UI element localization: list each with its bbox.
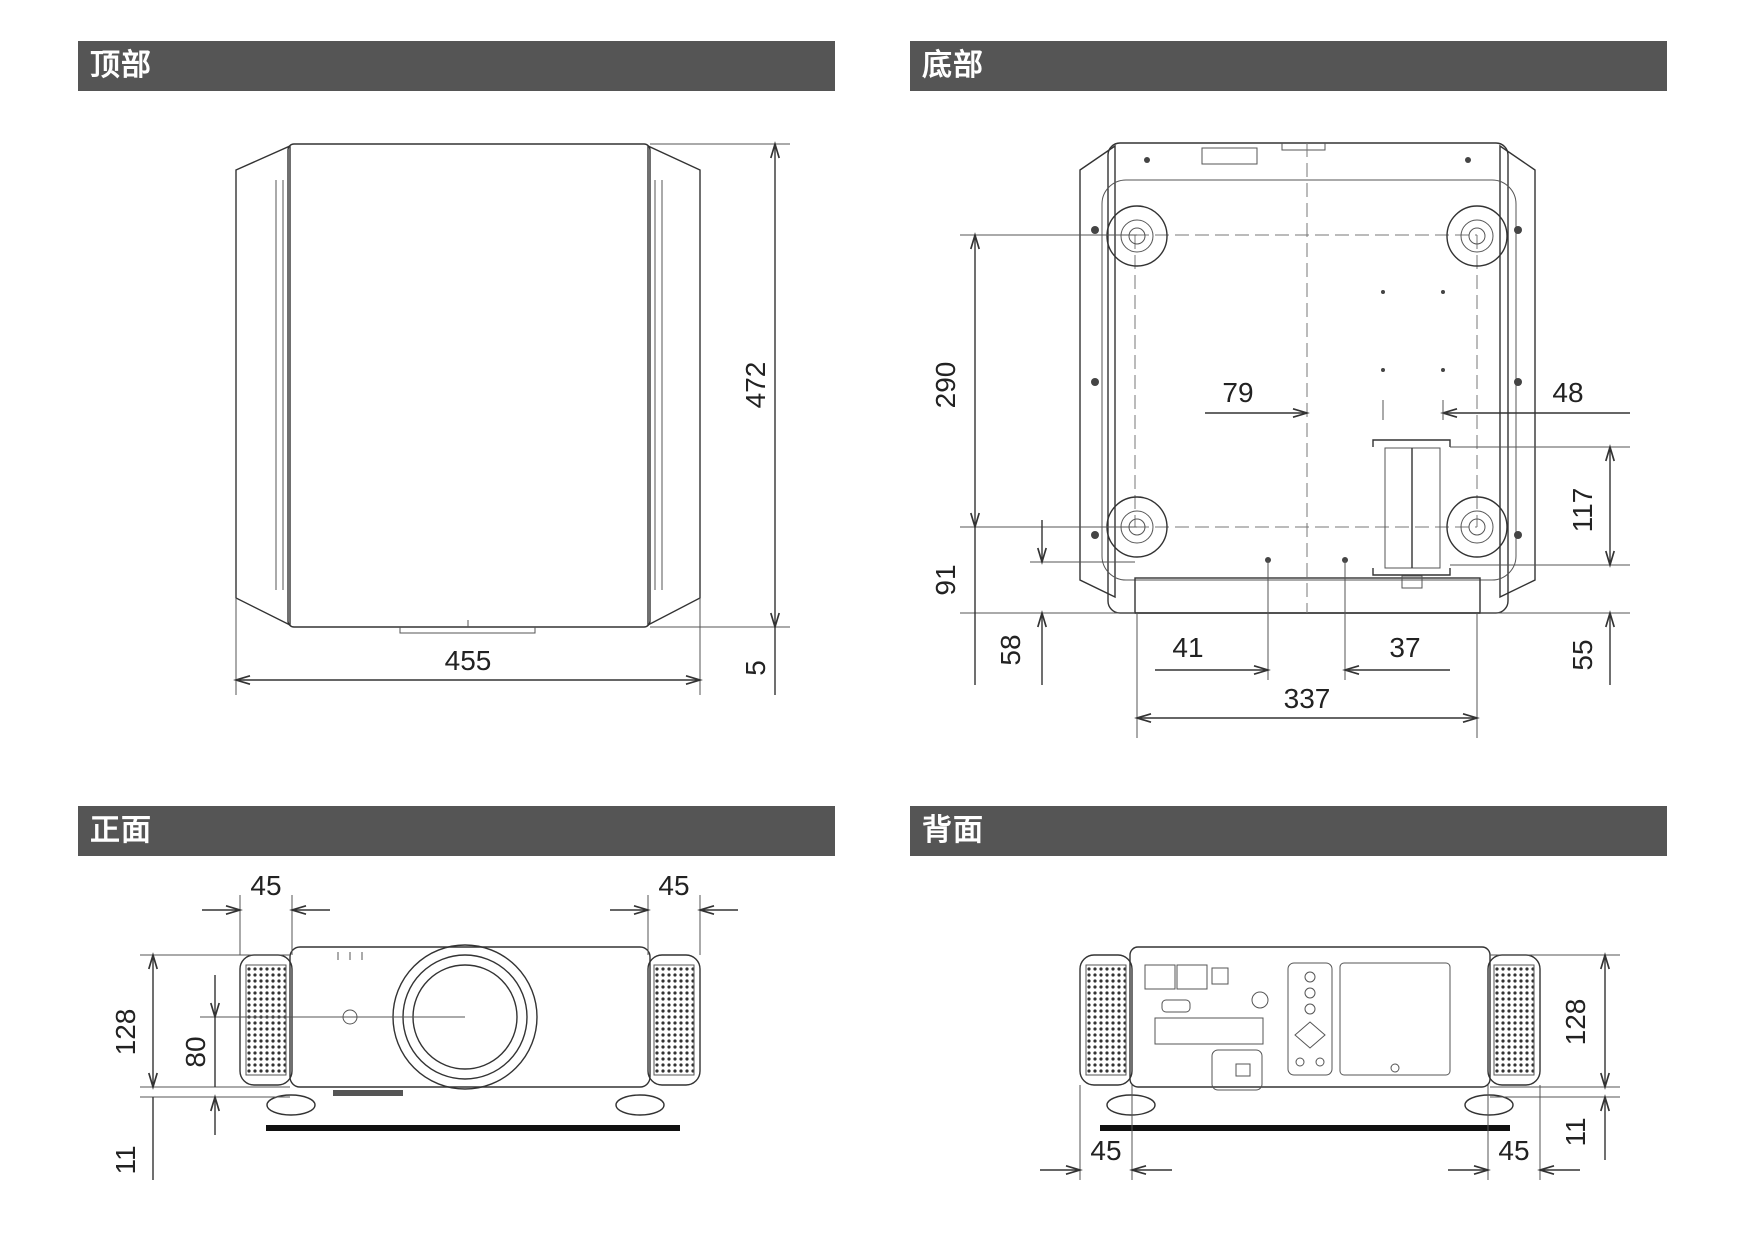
- dim-hole-right-label: 37: [1389, 632, 1420, 663]
- dim-vent-left-label: 79: [1222, 377, 1253, 408]
- vent-grille: [1372, 439, 1451, 589]
- projector-top-outline: [235, 143, 701, 634]
- dim-foot-height-label: 11: [110, 1145, 141, 1174]
- dim-rear-side-right-label: 45: [1498, 1135, 1529, 1166]
- panel-header-rear: 背面: [910, 806, 1667, 856]
- panel-header-bottom: 底部: [910, 41, 1667, 91]
- dim-vent-offset-label: 55: [1567, 639, 1598, 670]
- panel-title-bottom: 底部: [922, 48, 984, 83]
- dim-depth-label: 472: [740, 362, 771, 409]
- panel-header-front: 正面: [78, 806, 835, 856]
- dim-foot-width-label: 337: [1284, 683, 1331, 714]
- projector-rear-outline: [1079, 946, 1541, 1131]
- dim-front-offset-label: 58: [995, 634, 1026, 665]
- dim-vent-height-label: 117: [1567, 488, 1598, 533]
- dim-width-label: 455: [445, 645, 492, 676]
- dim-foot-span-label: 290: [930, 362, 961, 409]
- dim-side-right-label: 45: [658, 870, 689, 901]
- panel-title-top: 顶部: [90, 48, 152, 83]
- dim-hole-left-label: 41: [1172, 632, 1203, 663]
- panel-title-rear: 背面: [922, 813, 984, 848]
- dim-rear-side-left-label: 45: [1090, 1135, 1121, 1166]
- dim-lens-height-label: 80: [180, 1036, 211, 1067]
- foot-pad-icons: [1106, 205, 1508, 558]
- projector-bottom-outline: [1079, 142, 1536, 614]
- dim-rear-foot-height-label: 11: [1560, 1117, 1591, 1146]
- dim-vent-right-label: 48: [1552, 377, 1583, 408]
- dim-side-left-label: 45: [250, 870, 281, 901]
- dim-height-label: 128: [110, 1009, 141, 1056]
- screw-holes: [1091, 157, 1522, 563]
- dim-rear-height-label: 128: [1560, 999, 1591, 1046]
- dim-offset-label: 5: [740, 660, 771, 676]
- panel-title-front: 正面: [90, 813, 152, 848]
- projector-front-outline: [239, 944, 701, 1131]
- dim-front-to-foot-label: 91: [930, 564, 961, 595]
- panel-header-top: 顶部: [78, 41, 835, 91]
